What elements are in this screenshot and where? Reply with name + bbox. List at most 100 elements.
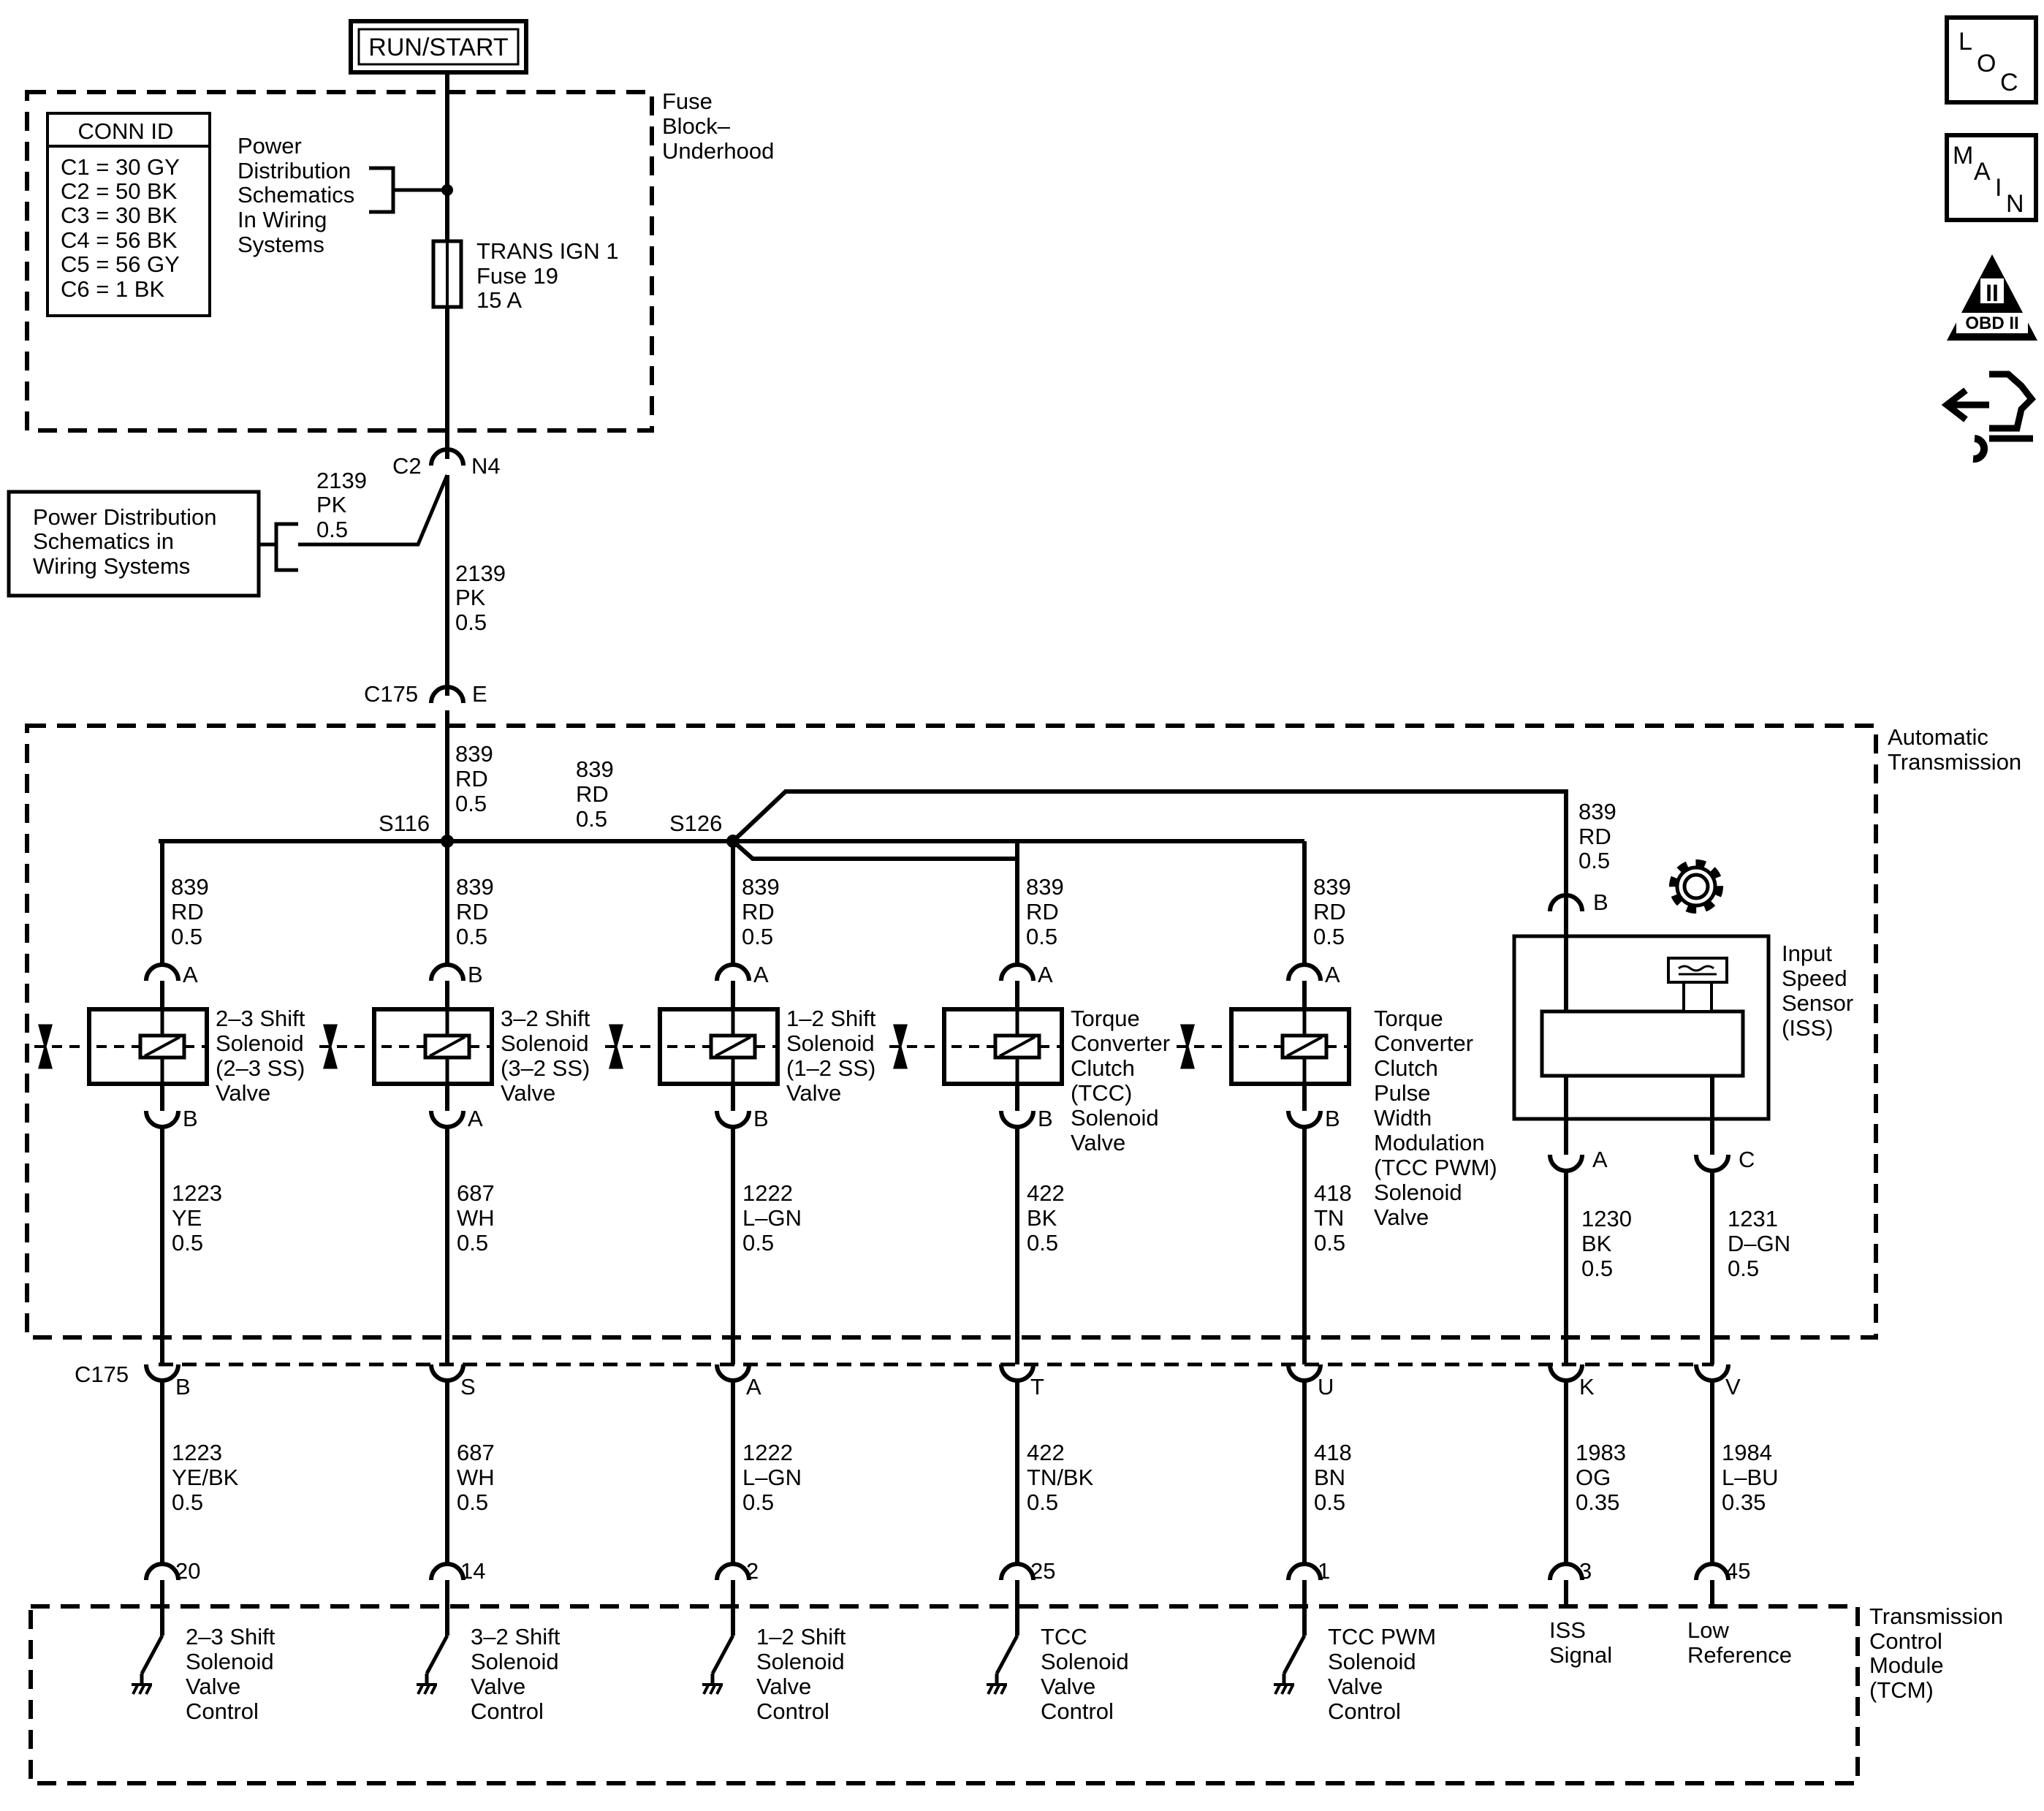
solenoid-c175-pin: T (1030, 1374, 1044, 1400)
solenoid-tcm-pin: 14 (460, 1558, 485, 1584)
svg-text:1223: 1223 (172, 1440, 222, 1465)
solenoid-bottom-pin: B (753, 1106, 769, 1131)
c175-top-pin-label: E (472, 681, 487, 707)
location-icon[interactable]: L O C (1945, 15, 2038, 105)
connector-tool-icon[interactable] (1941, 371, 2036, 463)
svg-text:0.5: 0.5 (742, 924, 773, 949)
svg-text:Modulation: Modulation (1374, 1130, 1485, 1155)
svg-text:0.5: 0.5 (1728, 1256, 1759, 1281)
svg-text:0.5: 0.5 (1313, 924, 1345, 949)
svg-text:0.5: 0.5 (455, 791, 487, 816)
valve-icon (893, 1024, 908, 1069)
svg-text:Fuse 19: Fuse 19 (476, 263, 558, 289)
gear-icon (1669, 859, 1723, 914)
solenoid-valve-circuit: 839RD0.5ABTorqueConverterClutch(TCC)Sole… (889, 841, 1170, 1724)
svg-text:A: A (1974, 158, 1991, 186)
obd-ii-icon[interactable]: II OBD II (1947, 254, 2037, 341)
svg-text:PK: PK (455, 585, 486, 610)
svg-text:L–BU: L–BU (1722, 1465, 1779, 1490)
svg-text:0.5: 0.5 (742, 1230, 774, 1256)
svg-text:0.5: 0.5 (576, 806, 607, 832)
svg-text:839: 839 (456, 874, 494, 900)
svg-text:WH: WH (457, 1205, 495, 1231)
svg-text:WH: WH (457, 1465, 495, 1490)
svg-text:839: 839 (1578, 799, 1616, 824)
svg-text:0.5: 0.5 (456, 924, 487, 949)
svg-text:Valve: Valve (756, 1674, 811, 1699)
svg-text:839: 839 (742, 874, 780, 900)
svg-text:TRANS IGN 1: TRANS IGN 1 (476, 238, 619, 264)
svg-text:Fuse: Fuse (662, 88, 713, 114)
svg-text:L–GN: L–GN (742, 1205, 802, 1231)
wire-2139-main-label: 2139 PK 0.5 (455, 561, 506, 635)
svg-text:2–3 Shift: 2–3 Shift (216, 1006, 305, 1031)
svg-text:BK: BK (1581, 1231, 1612, 1256)
svg-text:Solenoid: Solenoid (1328, 1649, 1416, 1674)
svg-text:Control: Control (1328, 1698, 1401, 1724)
solenoid-c175-pin: S (460, 1374, 476, 1400)
svg-text:839: 839 (1313, 874, 1351, 900)
svg-text:Input: Input (1782, 941, 1832, 966)
svg-text:839: 839 (171, 874, 209, 900)
svg-text:Solenoid: Solenoid (1041, 1649, 1129, 1674)
svg-text:Signal: Signal (1549, 1642, 1612, 1668)
tcm-label: Transmission Control Module (TCM) (1869, 1603, 2003, 1703)
svg-text:687: 687 (457, 1440, 495, 1465)
svg-text:418: 418 (1314, 1440, 1352, 1465)
solenoid-label: TorqueConverterClutchPulseWidthModulatio… (1374, 1006, 1497, 1230)
solenoid-bottom-pin: B (183, 1106, 198, 1131)
wire-839-trunk-label: 839 RD 0.5 (455, 741, 493, 816)
run-start-label: RUN/START (368, 34, 508, 61)
solenoid-valve-circuit: 839RD0.5ABTorqueConverterClutchPulseWidt… (1177, 841, 1497, 1724)
svg-text:Underhood: Underhood (662, 138, 774, 164)
power-distribution-reference-left: Power Distribution Schematics in Wiring … (33, 504, 217, 579)
svg-text:0.5: 0.5 (172, 1489, 203, 1515)
c2-pin-label: N4 (471, 453, 501, 479)
svg-text:1–2 Shift: 1–2 Shift (756, 1624, 846, 1649)
svg-text:(3–2 SS): (3–2 SS) (501, 1055, 590, 1081)
svg-text:N: N (2006, 190, 2024, 218)
svg-text:Module: Module (1869, 1652, 1944, 1678)
svg-text:C3 = 30 BK: C3 = 30 BK (61, 202, 178, 228)
svg-text:C2 = 50 BK: C2 = 50 BK (61, 178, 178, 204)
valve-icon (609, 1024, 623, 1069)
svg-text:Transmission: Transmission (1888, 749, 2021, 775)
svg-text:0.35: 0.35 (1576, 1489, 1619, 1515)
svg-text:0.5: 0.5 (1578, 848, 1610, 873)
svg-text:L: L (1958, 28, 1972, 56)
svg-text:Control: Control (1869, 1628, 1942, 1654)
solenoid-tcm-pin: 25 (1030, 1558, 1055, 1584)
power-distribution-reference-upper: Power Distribution Schematics In Wiring … (238, 133, 354, 257)
svg-text:Width: Width (1374, 1105, 1432, 1131)
svg-text:1–2 Shift: 1–2 Shift (786, 1006, 876, 1031)
svg-text:In Wiring: In Wiring (238, 207, 327, 232)
main-index-icon[interactable]: M A I N (1945, 133, 2038, 222)
svg-text:Pulse: Pulse (1374, 1080, 1431, 1106)
svg-text:Solenoid: Solenoid (756, 1649, 845, 1674)
svg-text:Transmission: Transmission (1869, 1603, 2003, 1629)
svg-text:YE/BK: YE/BK (172, 1465, 239, 1490)
svg-text:TN/BK: TN/BK (1027, 1465, 1094, 1490)
svg-text:0.5: 0.5 (457, 1489, 488, 1515)
iss-pin-b-label: B (1593, 889, 1608, 915)
svg-text:839: 839 (576, 756, 614, 782)
fuse-block-label: Fuse Block– Underhood (662, 88, 774, 164)
svg-text:1230: 1230 (1581, 1206, 1632, 1231)
svg-text:418: 418 (1314, 1180, 1352, 1206)
